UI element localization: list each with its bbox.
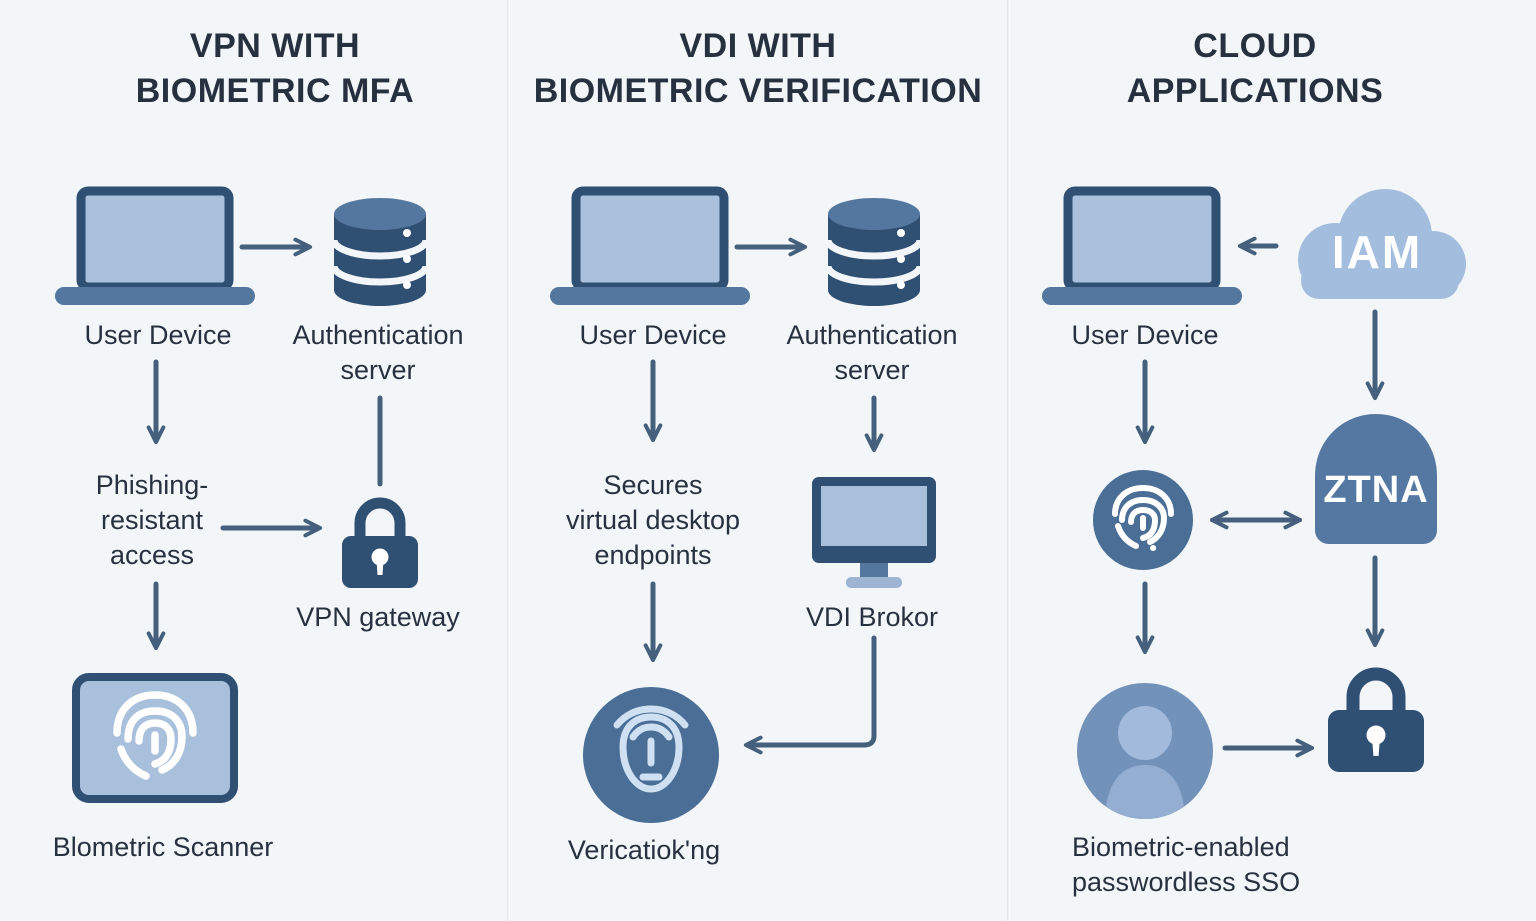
arrow-broker-to-verification xyxy=(743,635,877,755)
database-icon xyxy=(828,197,920,307)
column3-title-line2: APPLICATIONS xyxy=(1126,72,1384,110)
fingerprint-scanner-icon xyxy=(72,673,238,803)
shield-icon: ZTNA xyxy=(1315,412,1437,544)
verification-label: Vericatiok'ng xyxy=(567,835,721,865)
vdi-broker-label: VDI Brokor xyxy=(805,602,939,632)
column1-title-line1: VPN WITH xyxy=(189,27,361,65)
biometric-scanner-label: Blometric Scanner xyxy=(52,832,274,862)
face-verification-icon xyxy=(581,685,721,825)
column2-title: VDI WITH BIOMETRIC VERIFICATION xyxy=(528,24,988,114)
passwordless-sso-label: Biometric-enabled passwordless SSO xyxy=(1072,832,1301,897)
laptop-icon xyxy=(550,186,750,308)
cloud-icon: IAM xyxy=(1283,180,1475,306)
column3-title-line1: CLOUD xyxy=(1193,27,1317,65)
user-device-label-2: User Device xyxy=(579,320,727,350)
user-device-label-3: User Device xyxy=(1071,320,1219,350)
column1-title: VPN WITH BIOMETRIC MFA xyxy=(60,24,490,114)
auth-server-label-1: Authentication server xyxy=(292,320,464,385)
column3-title: CLOUD APPLICATIONS xyxy=(1040,24,1470,114)
secures-endpoints-label: Secures virtual desktop endpoints xyxy=(565,470,741,570)
monitor-icon xyxy=(812,477,937,589)
column2-title-line2: BIOMETRIC VERIFICATION xyxy=(533,72,983,110)
laptop-icon xyxy=(1042,186,1242,308)
user-device-label-1: User Device xyxy=(84,320,232,350)
fingerprint-icon xyxy=(1091,468,1195,572)
padlock-icon xyxy=(340,486,420,588)
auth-server-label-2: Authentication server xyxy=(786,320,958,385)
iam-label: IAM xyxy=(1332,226,1422,278)
column2-title-line1: VDI WITH xyxy=(679,27,837,65)
ztna-label: ZTNA xyxy=(1323,469,1428,511)
column-divider xyxy=(507,0,510,921)
avatar-icon xyxy=(1075,681,1215,821)
laptop-icon xyxy=(55,186,255,308)
column1-title-line2: BIOMETRIC MFA xyxy=(135,72,415,110)
padlock-icon xyxy=(1328,652,1424,774)
database-icon xyxy=(334,197,426,307)
phishing-resistant-access-label: Phishing- resistant access xyxy=(95,470,209,570)
vpn-gateway-label: VPN gateway xyxy=(296,602,460,632)
column-divider xyxy=(1007,0,1010,921)
